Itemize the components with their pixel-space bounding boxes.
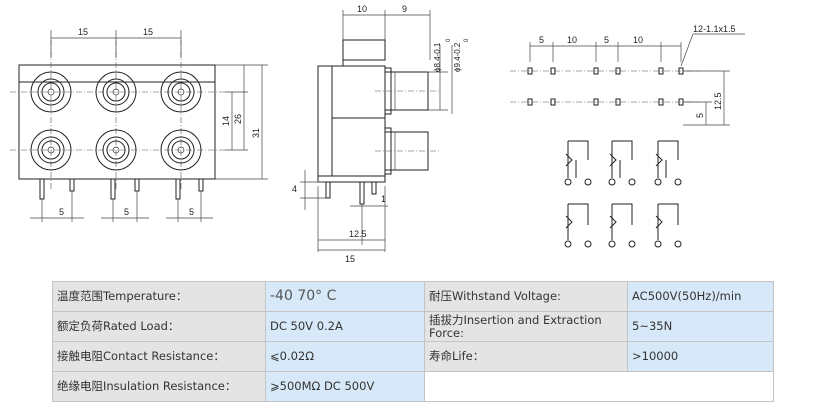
spec-value-withstand-voltage: AC500V(50Hz)/min xyxy=(627,281,774,312)
spec-label-insulation-resistance: 绝缘电阻Insulation Resistance： xyxy=(52,371,266,402)
spec-empty-cell xyxy=(424,371,774,402)
spec-row: 温度范围Temperature： -40 70° C 耐压Withstand V… xyxy=(52,281,774,312)
dim-side-base-b: 15 xyxy=(345,254,355,264)
dim-pcb-gap-c: 5 xyxy=(604,35,609,45)
pcb-layout: 12-1.1x1.5 5 10 5 10 xyxy=(510,24,745,126)
dim-pcb-row-offset: 5 xyxy=(695,113,705,118)
dim-front-total-height: 31 xyxy=(251,128,261,138)
dim-front-pin-b: 5 xyxy=(124,207,129,217)
dim-side-dia-b: ϕ9.4-0.2 xyxy=(453,42,462,72)
spec-value-temperature-text: -40 70° C xyxy=(270,288,337,304)
spec-row: 接触电阻Contact Resistance： ⩽0.02Ω 寿命Life： >… xyxy=(52,341,774,372)
jack-bottom-right xyxy=(160,129,202,171)
technical-drawing: 15 15 14 26 31 5 5 5 10 9 xyxy=(10,4,745,264)
spec-value-contact-resistance: ⩽0.02Ω xyxy=(265,341,425,372)
spec-table: 温度范围Temperature： -40 70° C 耐压Withstand V… xyxy=(52,281,774,402)
jack-top-right xyxy=(160,71,202,113)
spec-row: 额定负荷Rated Load： DC 50V 0.2A 插拔力Insertion… xyxy=(52,311,774,342)
dim-front-pin-c: 5 xyxy=(189,207,194,217)
dim-front-pin-a: 5 xyxy=(59,207,64,217)
spec-label-rated-load: 额定负荷Rated Load： xyxy=(52,311,266,342)
spec-label-withstand-voltage: 耐压Withstand Voltage: xyxy=(424,281,628,312)
dim-side-pin-width: 1 xyxy=(381,194,386,204)
pcb-holes-row-1 xyxy=(527,67,684,75)
spec-row: 绝缘电阻Insulation Resistance： ⩾500MΩ DC 500… xyxy=(52,371,774,402)
dim-side-top-b: 9 xyxy=(402,4,407,14)
dim-pcb-hole-note: 12-1.1x1.5 xyxy=(693,24,736,34)
spec-value-insertion-force: 5~35N xyxy=(627,311,774,342)
dim-front-row-gap: 14 xyxy=(221,116,231,126)
spec-label-insertion-force: 插拔力Insertion and Extraction Force: xyxy=(424,311,628,342)
spec-label-contact-resistance: 接触电阻Contact Resistance： xyxy=(52,341,266,372)
spec-label-temperature: 温度范围Temperature： xyxy=(52,281,266,312)
dim-side-dia-b-tol: 0 xyxy=(464,38,470,42)
jack-bottom-middle xyxy=(95,129,137,171)
front-pins xyxy=(39,178,204,200)
pcb-holes-row-2 xyxy=(527,98,684,106)
dim-side-dia-a: ϕ8.4-0.1 xyxy=(433,42,442,72)
side-view: 10 9 ϕ8.4-0.1 0 ϕ9.4-0.2 0 xyxy=(292,4,470,264)
dim-pcb-gap-d: 10 xyxy=(633,35,643,45)
front-view: 15 15 14 26 31 5 5 5 xyxy=(10,27,268,222)
dim-pcb-gap-b: 10 xyxy=(567,35,577,45)
spec-value-life: >10000 xyxy=(627,341,774,372)
dim-front-spacing-a: 15 xyxy=(78,27,88,37)
spec-label-life: 寿命Life： xyxy=(424,341,628,372)
dim-side-top-a: 10 xyxy=(357,4,367,14)
dim-side-pin-height: 4 xyxy=(292,184,297,194)
jack-top-left xyxy=(30,71,72,113)
dim-pcb-row-pitch: 12.5 xyxy=(713,92,723,110)
dim-pcb-gap-a: 5 xyxy=(539,35,544,45)
jack-top-middle xyxy=(95,71,137,113)
dim-front-spacing-b: 15 xyxy=(143,27,153,37)
dim-side-dia-a-tol: 0 xyxy=(446,38,452,42)
spec-value-temperature: -40 70° C xyxy=(265,281,425,312)
spec-value-insulation-resistance: ⩾500MΩ DC 500V xyxy=(265,371,425,402)
jack-schematic xyxy=(564,140,682,248)
spec-value-rated-load: DC 50V 0.2A xyxy=(265,311,425,342)
dim-side-base-a: 12.5 xyxy=(349,229,367,239)
jack-bottom-left xyxy=(30,129,72,171)
dim-front-center-height: 26 xyxy=(233,114,243,124)
